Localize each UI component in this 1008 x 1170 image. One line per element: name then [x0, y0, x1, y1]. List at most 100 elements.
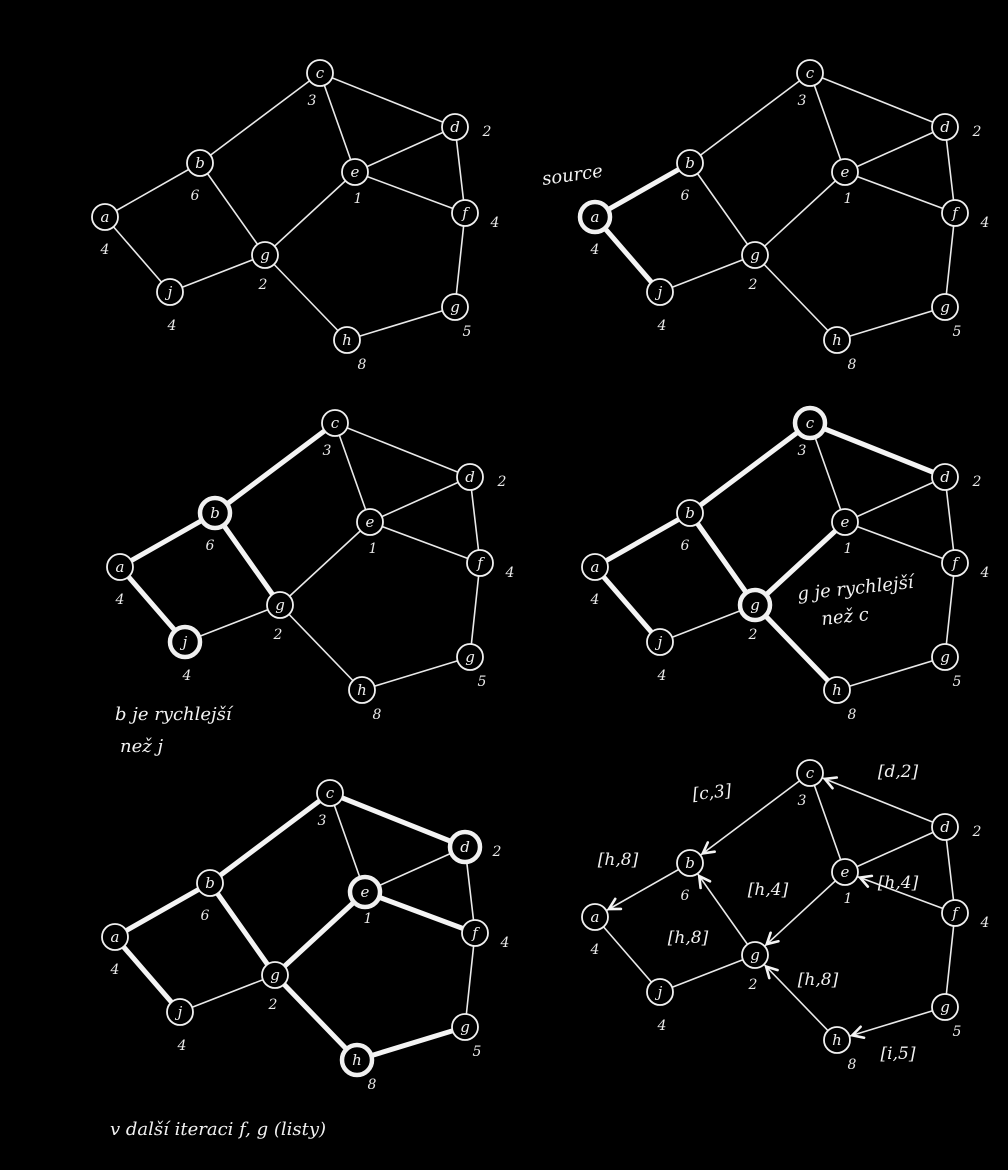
weight-i: 2	[748, 977, 758, 993]
edge-f-g	[944, 562, 956, 658]
node-j	[646, 278, 674, 306]
edge-h-i	[264, 254, 348, 341]
weight-g: 5	[953, 674, 962, 690]
node-e	[356, 508, 384, 536]
edge-g-h	[354, 1024, 468, 1063]
weight-f: 4	[980, 915, 990, 931]
weight-c: 3	[798, 93, 807, 109]
weight-d: 2	[972, 124, 982, 140]
node-label-d: d	[940, 818, 950, 836]
weight-a: 4	[590, 592, 600, 608]
weight-d: 2	[972, 824, 982, 840]
arrow-e-i	[764, 931, 780, 946]
node-label-h: h	[357, 681, 367, 699]
edge-d-e	[844, 476, 946, 523]
node-a	[577, 199, 613, 235]
node-h	[333, 326, 361, 354]
node-label-g: g	[940, 998, 950, 1016]
node-label-b: b	[210, 504, 220, 522]
arrow-c-b	[700, 841, 716, 856]
node-label-j: j	[655, 283, 663, 301]
node-d	[441, 113, 469, 141]
weight-e: 1	[844, 541, 853, 557]
weight-h: 8	[373, 707, 382, 723]
node-i	[251, 241, 279, 269]
edge-g-h	[361, 656, 471, 691]
node-e	[347, 874, 383, 910]
weight-g: 5	[463, 324, 472, 340]
weight-c: 3	[308, 93, 317, 109]
tag-g-h: [i,5]	[881, 1044, 916, 1064]
weight-b: 6	[681, 188, 690, 204]
node-d	[931, 463, 959, 491]
node-label-a: a	[116, 558, 125, 576]
tag-c-b: [c,3]	[692, 781, 733, 805]
edge-e-f	[844, 171, 956, 214]
node-f	[941, 199, 969, 227]
edge-i-j	[169, 254, 266, 293]
edge-h-i	[752, 602, 840, 693]
node-label-e: e	[351, 163, 360, 181]
node-c	[306, 59, 334, 87]
node-d	[931, 813, 959, 841]
node-label-a: a	[591, 208, 600, 226]
edge-a-j	[592, 564, 663, 645]
node-d	[931, 113, 959, 141]
node-label-f: f	[951, 204, 960, 222]
node-label-e: e	[841, 513, 850, 531]
source-label: source	[541, 161, 604, 190]
weight-h: 8	[368, 1077, 377, 1093]
node-label-f: f	[471, 924, 480, 942]
edge-c-d	[334, 422, 471, 478]
weight-a: 4	[590, 242, 600, 258]
edge-a-j	[112, 934, 183, 1015]
node-j	[646, 978, 674, 1006]
tag-d-c: [d,2]	[878, 762, 919, 782]
edge-h-i	[272, 972, 360, 1063]
weight-f: 4	[490, 215, 500, 231]
weight-h: 8	[358, 357, 367, 373]
weight-d: 2	[492, 844, 502, 860]
node-label-i: g	[750, 596, 760, 614]
edge-d-f	[944, 476, 956, 564]
edge-d-e	[364, 846, 466, 893]
edge-c-e	[319, 72, 356, 173]
edge-a-j	[104, 216, 171, 293]
node-label-g: g	[450, 298, 460, 316]
weight-e: 1	[364, 911, 373, 927]
node-label-b: b	[195, 154, 205, 172]
edge-i-j	[659, 954, 756, 993]
weight-g: 5	[953, 324, 962, 340]
edge-f-g	[469, 562, 481, 658]
edge-a-b	[112, 880, 213, 940]
edge-e-f	[844, 871, 956, 914]
node-label-a: a	[591, 558, 600, 576]
node-label-b: b	[205, 874, 215, 892]
node-h	[823, 676, 851, 704]
node-i	[261, 961, 289, 989]
node-label-f: f	[951, 554, 960, 572]
edge-a-b	[104, 162, 201, 218]
node-label-g: g	[465, 648, 475, 666]
edge-d-f	[944, 126, 956, 214]
node-label-b: b	[685, 154, 695, 172]
weight-g: 5	[478, 674, 487, 690]
edge-c-d	[327, 790, 468, 850]
edge-g-h	[346, 306, 456, 341]
node-b	[197, 495, 233, 531]
node-j	[646, 628, 674, 656]
node-f	[466, 549, 494, 577]
node-j	[167, 624, 203, 660]
edge-b-i	[212, 510, 283, 608]
node-a	[581, 553, 609, 581]
node-label-i: g	[260, 246, 270, 264]
edge-g-h	[836, 1006, 946, 1041]
weight-i: 2	[748, 277, 758, 293]
weight-b: 6	[191, 188, 200, 204]
node-label-f: f	[461, 204, 470, 222]
edge-c-d	[809, 72, 946, 128]
node-h	[348, 676, 376, 704]
